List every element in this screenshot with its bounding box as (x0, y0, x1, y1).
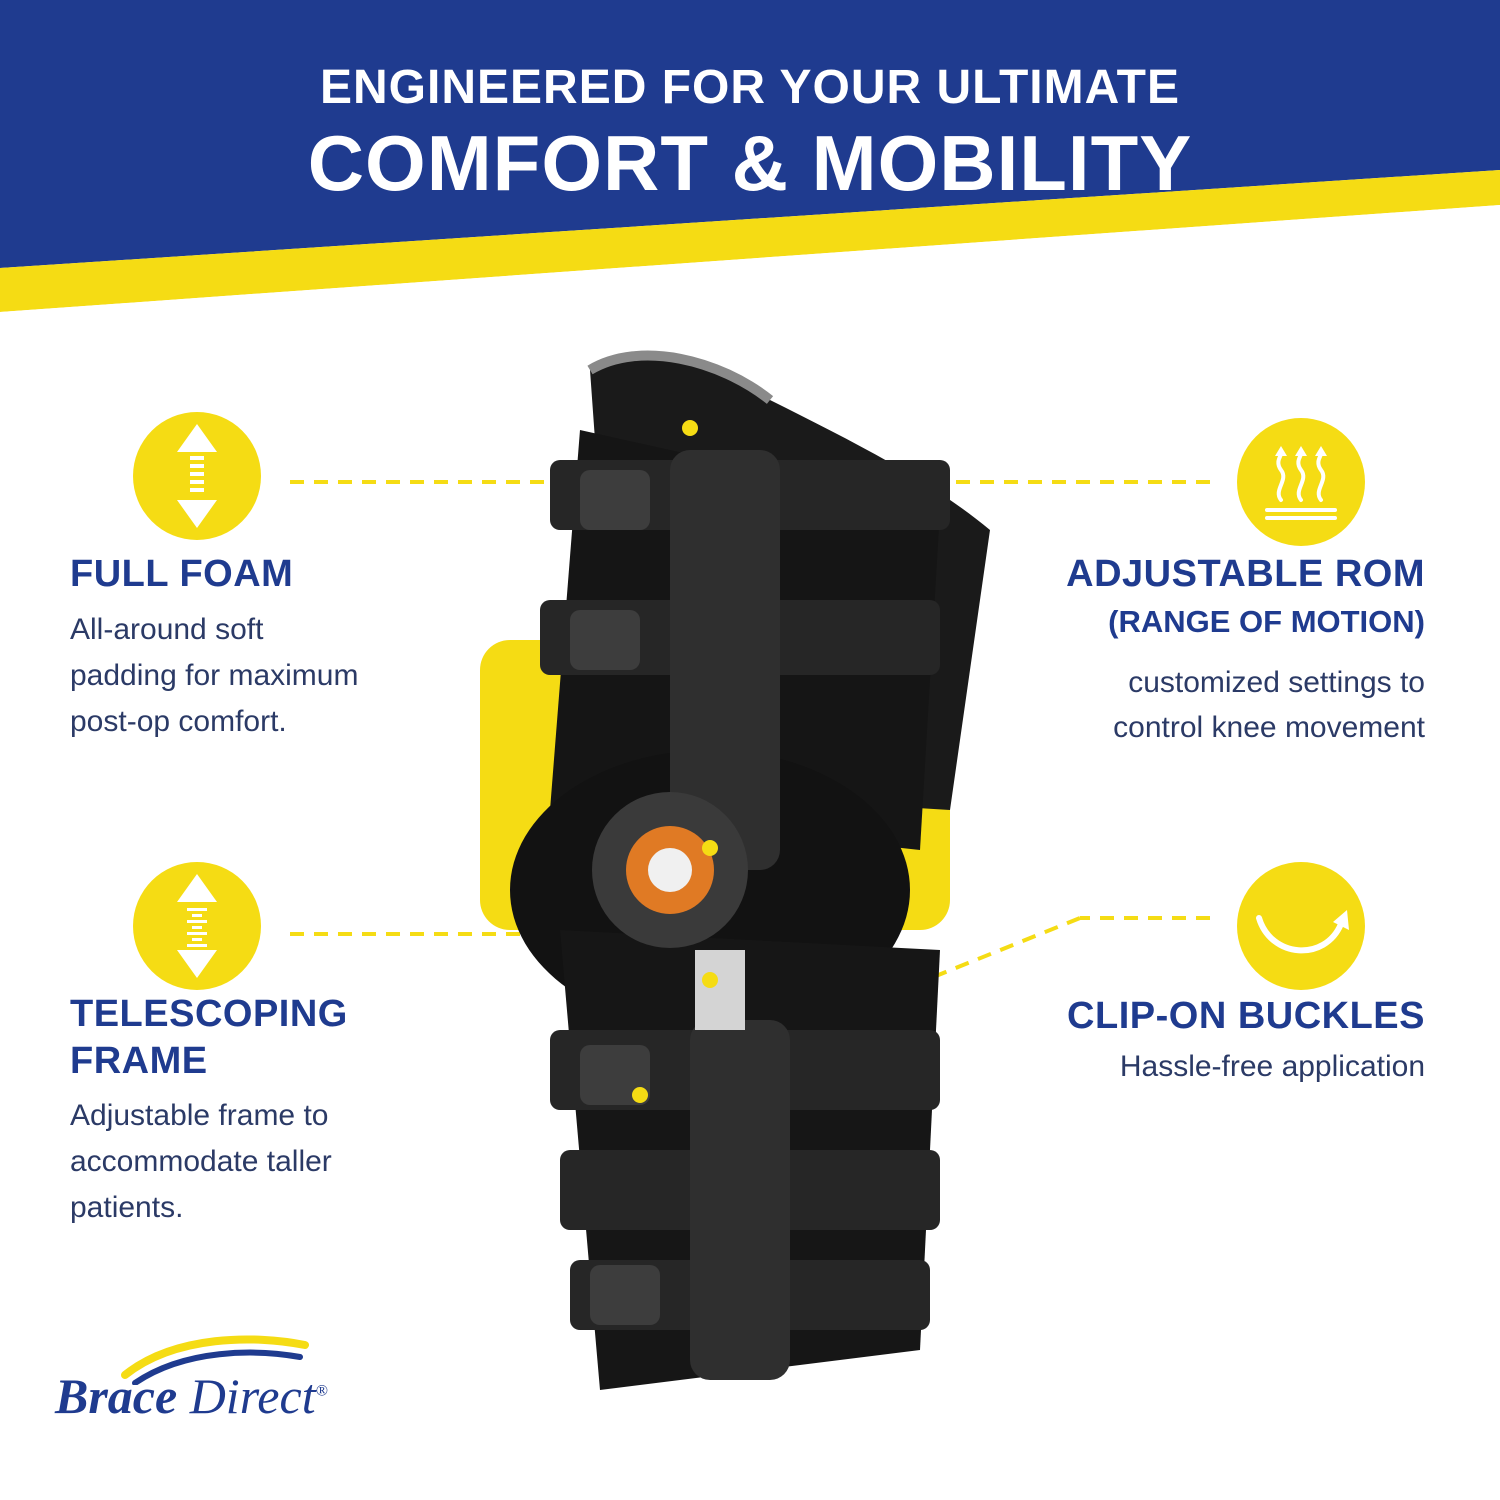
telescoping-desc-1: Adjustable frame to (70, 1099, 329, 1132)
headline: ENGINEERED FOR YOUR ULTIMATE COMFORT & M… (0, 58, 1500, 208)
telescoping-title-2: FRAME (70, 1040, 208, 1082)
telescoping-desc-2: accommodate taller (70, 1145, 332, 1178)
telescoping-title-1: TELESCOPING (70, 993, 348, 1035)
telescoping-arrow-icon (133, 862, 261, 990)
adjustable-rom-title: ADJUSTABLE ROM (1066, 553, 1425, 595)
clip-on-buckles-desc: Hassle-free application (1119, 1050, 1425, 1083)
brace-direct-logo: Brace Direct® (55, 1335, 385, 1445)
logo-brand: Brace (55, 1368, 178, 1424)
heat-waves-icon (1237, 418, 1365, 546)
knee-brace-image (470, 330, 990, 1410)
full-foam-title: FULL FOAM (70, 553, 294, 595)
adjustable-rom-desc-1: customized settings to (1128, 666, 1425, 699)
headline-line-2: COMFORT & MOBILITY (307, 119, 1193, 207)
up-down-arrow-icon (133, 412, 261, 540)
full-foam-desc-3: post-op comfort. (70, 705, 287, 738)
curved-arrow-icon (1237, 862, 1365, 990)
logo-text: Brace Direct® (55, 1367, 328, 1425)
adjustable-rom-desc-2: control knee movement (1113, 711, 1425, 744)
adjustable-rom-subtitle: (RANGE OF MOTION) (1108, 604, 1425, 639)
logo-registered-mark: ® (315, 1382, 328, 1400)
header-banner (0, 0, 1500, 320)
logo-suffix: Direct (189, 1368, 316, 1424)
clip-on-buckles-title: CLIP-ON BUCKLES (1067, 995, 1425, 1037)
full-foam-desc-1: All-around soft (70, 613, 264, 646)
headline-line-1: ENGINEERED FOR YOUR ULTIMATE (319, 61, 1181, 114)
full-foam-desc-2: padding for maximum (70, 659, 359, 692)
logo-swoosh (121, 1335, 309, 1385)
telescoping-desc-3: patients. (70, 1191, 184, 1224)
